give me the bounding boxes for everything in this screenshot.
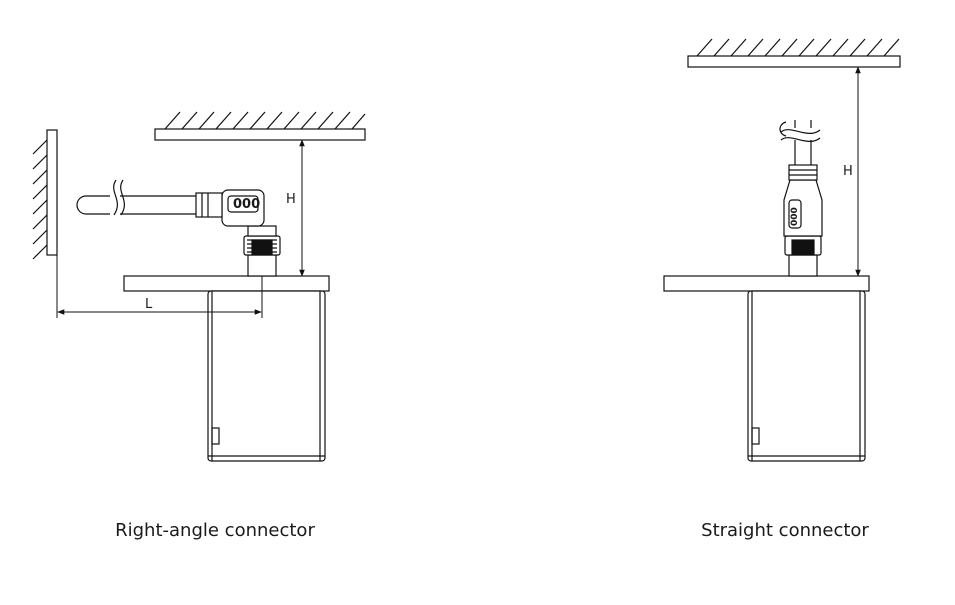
dimension-label-h-left: H xyxy=(286,192,296,207)
dimension-h-left xyxy=(299,139,329,277)
socket xyxy=(243,225,281,277)
dimension-label-l: L xyxy=(145,297,153,312)
right-angle-diagram xyxy=(32,111,366,462)
caption-straight-connector: Straight connector xyxy=(701,520,869,541)
motor-body xyxy=(123,275,330,462)
dimension-l xyxy=(56,255,263,318)
socket xyxy=(784,235,822,277)
dimension-label-h-right: H xyxy=(843,164,853,179)
straight-diagram xyxy=(663,38,901,462)
motor-body xyxy=(663,275,870,462)
cable xyxy=(76,179,196,216)
dimension-h-right xyxy=(853,66,869,277)
connector-digits-left: 000 xyxy=(233,197,260,212)
cable xyxy=(779,120,821,165)
caption-right-angle-connector: Right-angle connector xyxy=(115,520,315,541)
right-angle-connector xyxy=(195,189,265,227)
connector-digits-right: 000 xyxy=(790,207,800,226)
ceiling xyxy=(687,38,901,68)
ceiling xyxy=(154,111,366,141)
wall xyxy=(32,129,58,260)
straight-connector xyxy=(783,164,823,237)
